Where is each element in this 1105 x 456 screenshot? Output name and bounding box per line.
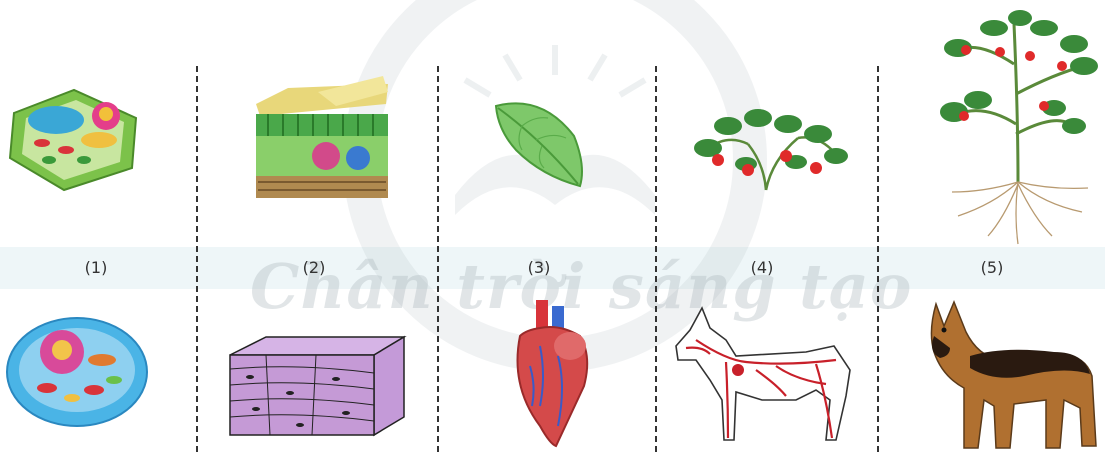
dog-organism-icon: [914, 296, 1100, 452]
leaf-tissue-icon: [248, 74, 398, 209]
label-1: (1): [66, 258, 126, 277]
column-divider: [877, 66, 879, 452]
column-divider: [437, 66, 439, 452]
plant-shoot-system-icon: [688, 104, 848, 192]
label-2: (2): [284, 258, 344, 277]
column-divider: [655, 66, 657, 452]
dog-circulatory-system-icon: [666, 300, 866, 448]
leaf-organ-icon: [492, 96, 588, 188]
label-3: (3): [509, 258, 569, 277]
heart-organ-icon: [500, 296, 596, 451]
animal-cell-icon: [2, 300, 152, 430]
plant-cell-icon: [4, 78, 139, 193]
column-divider: [196, 66, 198, 452]
label-5: (5): [962, 258, 1022, 277]
muscle-tissue-icon: [226, 333, 408, 439]
tomato-plant-organism-icon: [934, 4, 1104, 250]
label-4: (4): [732, 258, 792, 277]
